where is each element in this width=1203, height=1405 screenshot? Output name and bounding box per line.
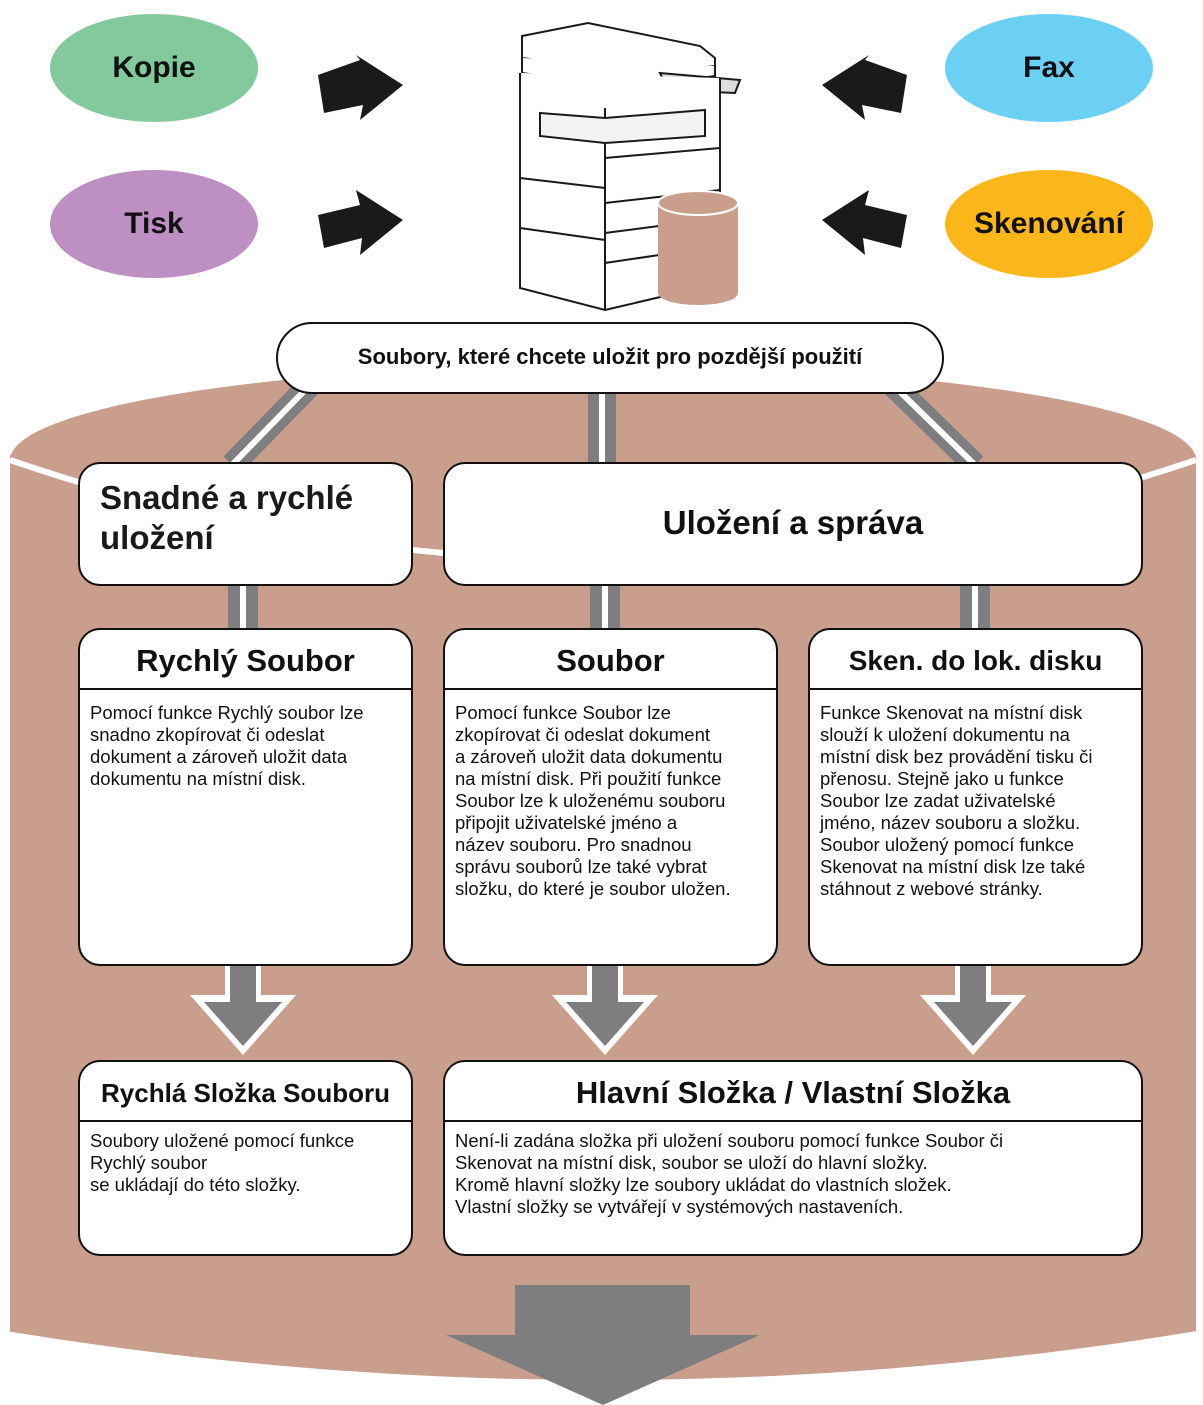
source-kopie-label: Kopie <box>112 51 196 84</box>
arrow-down-quick <box>190 962 296 1055</box>
mode-file-box: Soubor Pomocí funkce Soubor lze zkopírov… <box>443 628 778 966</box>
top-label: Soubory, které chcete uložit pro pozdějš… <box>357 344 863 369</box>
mode-quick-file-box: Rychlý Soubor Pomocí funkce Rychlý soubo… <box>78 628 413 966</box>
source-fax-label: Fax <box>1023 51 1075 84</box>
source-tisk-label: Tisk <box>124 207 184 240</box>
source-skenovani: Skenování <box>945 170 1153 278</box>
mode-quick-file-text: Pomocí funkce Rychlý soubor lze snadno z… <box>90 702 364 789</box>
folder-quick-text: Soubory uložené pomocí funkce Rychlý sou… <box>90 1130 355 1195</box>
top-label-box: Soubory, které chcete uložit pro pozdějš… <box>276 322 944 394</box>
arrow-left-skenovani-icon <box>822 190 907 255</box>
disk-storage-icon <box>657 190 739 305</box>
category-quick-title: Snadné a rychlé uložení <box>100 479 354 556</box>
folder-main-text: Není-li zadána složka při uložení soubor… <box>455 1130 1004 1217</box>
big-output-arrow <box>446 1285 760 1405</box>
source-tisk: Tisk <box>50 170 258 278</box>
folder-quick-box: Rychlá Složka Souboru Soubory uložené po… <box>78 1060 413 1256</box>
multifunction-printer-icon <box>519 21 742 312</box>
category-manage-title: Uložení a správa <box>662 504 924 541</box>
source-kopie: Kopie <box>50 14 258 122</box>
mode-quick-file-title: Rychlý Soubor <box>136 643 355 678</box>
source-fax: Fax <box>945 14 1153 122</box>
arrow-right-kopie-icon <box>318 55 403 120</box>
folder-quick-title: Rychlá Složka Souboru <box>101 1078 390 1108</box>
mode-file-text: Pomocí funkce Soubor lze zkopírovat či o… <box>455 702 731 899</box>
arrow-down-scan <box>920 962 1026 1055</box>
folder-main-box: Hlavní Složka / Vlastní Složka Není-li z… <box>443 1060 1143 1256</box>
arrow-right-tisk-icon <box>318 190 403 255</box>
category-quick-box: Snadné a rychlé uložení <box>78 462 413 586</box>
category-manage-box: Uložení a správa <box>443 462 1143 586</box>
mode-scan-to-disk-text: Funkce Skenovat na místní disk slouží k … <box>820 702 1093 899</box>
mode-file-title: Soubor <box>556 643 665 678</box>
mode-scan-to-disk-title: Sken. do lok. disku <box>848 645 1103 676</box>
source-skenovani-label: Skenování <box>973 207 1125 240</box>
mode-scan-to-disk-box: Sken. do lok. disku Funkce Skenovat na m… <box>808 628 1143 966</box>
arrow-left-fax-icon <box>822 55 907 120</box>
arrow-down-file <box>552 962 658 1055</box>
folder-main-title: Hlavní Složka / Vlastní Složka <box>575 1075 1011 1110</box>
